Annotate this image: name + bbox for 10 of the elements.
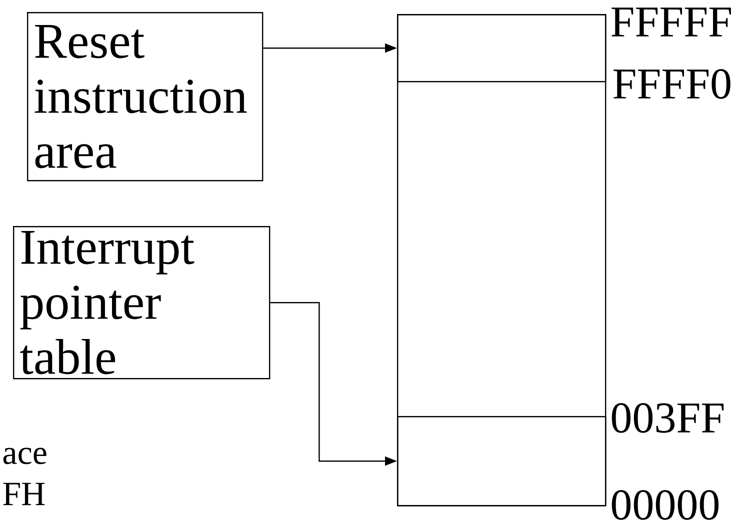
memory-segment	[397, 14, 606, 82]
address-label: 00000	[612, 490, 719, 520]
address-label: FFFFF	[611, 8, 731, 36]
cut-off-text: FH	[3, 482, 45, 506]
cut-off-text: ace	[3, 448, 46, 464]
memory-segment	[397, 416, 606, 506]
text-box: Reset instruction area	[27, 12, 264, 182]
text-box: Interrupt pointer table	[13, 226, 270, 380]
address-label: FFFF0	[613, 69, 730, 99]
address-label: 003FF	[612, 403, 724, 433]
